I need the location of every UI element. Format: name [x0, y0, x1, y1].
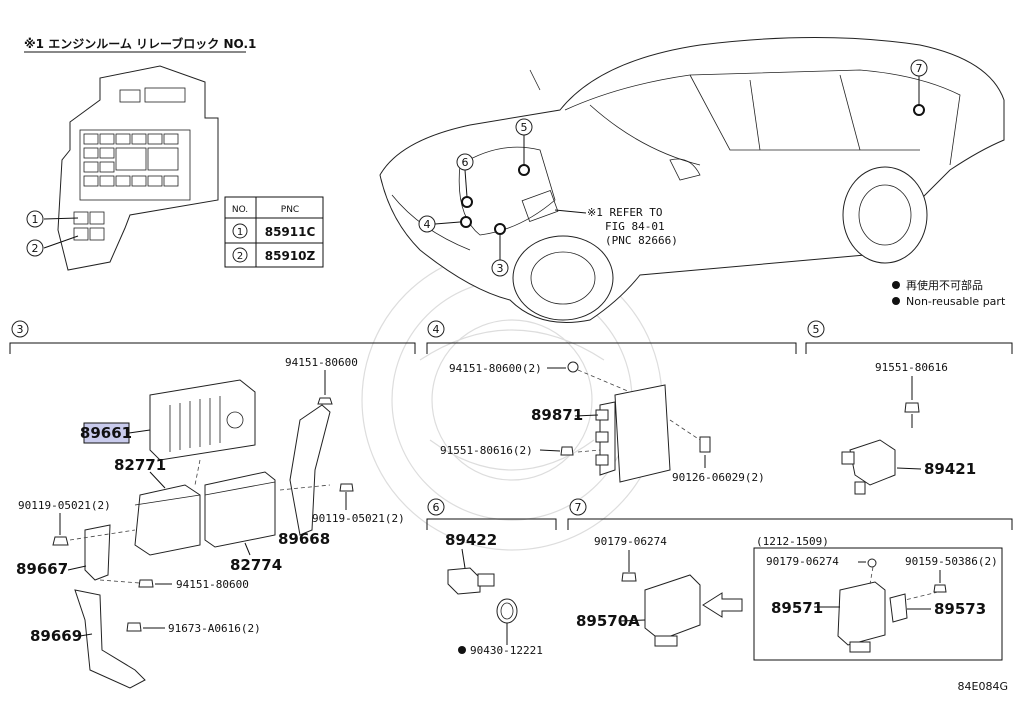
- part-89669[interactable]: 89669: [30, 627, 82, 645]
- callout-2: 2: [26, 235, 79, 257]
- callout-car-7: 7: [910, 59, 928, 116]
- callout-1: 1: [26, 210, 79, 228]
- part-89668[interactable]: 89668: [278, 530, 330, 548]
- legend-en: Non-reusable part: [906, 295, 1006, 308]
- part-89571[interactable]: 89571: [771, 599, 823, 617]
- non-reusable-dot: [458, 646, 466, 654]
- part-89422[interactable]: 89422: [445, 531, 497, 549]
- callout-car-6: 6: [456, 153, 474, 208]
- bolt-94151-top[interactable]: 94151-80600: [285, 356, 358, 369]
- section-6: 6 89422 90430-12221: [426, 498, 557, 657]
- part-89661[interactable]: 89661: [80, 424, 132, 442]
- gasket-90430[interactable]: 90430-12221: [470, 644, 543, 657]
- callout-car-3-label: 3: [497, 262, 504, 275]
- section-5: 5 91551-80616 89421: [805, 320, 1013, 495]
- callout-car-7-label: 7: [916, 62, 923, 75]
- section-5-number: 5: [813, 323, 820, 336]
- section-7: 7 90179-06274 89570A (1212-1509) 90179-0…: [567, 498, 1013, 661]
- bolt-94151-s4[interactable]: 94151-80600(2): [449, 362, 542, 375]
- bolt-90159[interactable]: 90159-50386(2): [905, 555, 998, 568]
- part-89421[interactable]: 89421: [924, 460, 976, 478]
- bolt-90119-left[interactable]: 90119-05021(2): [18, 499, 111, 512]
- part-89570A[interactable]: 89570A: [576, 612, 640, 630]
- supersede-arrow: [702, 592, 743, 618]
- pnc-table: NO. PNC 1 85911C 2 85910Z: [224, 196, 324, 268]
- section-6-number: 6: [433, 501, 440, 514]
- refer-note-line1: ※1 REFER TO: [587, 206, 662, 219]
- section-4: 4 94151-80600(2) 89871 91551-80616(2) 90…: [426, 320, 797, 484]
- callout-car-4: 4: [418, 215, 472, 233]
- part-89667[interactable]: 89667: [16, 560, 68, 578]
- part-89573[interactable]: 89573: [934, 600, 986, 618]
- pnc-table-row-1-no: 1: [237, 227, 243, 238]
- bolt-90179[interactable]: 90179-06274: [594, 535, 667, 548]
- refer-note-line2: FIG 84-01: [605, 220, 665, 233]
- bolt-90179-inner[interactable]: 90179-06274: [766, 555, 839, 568]
- legend-dot-en: [892, 297, 900, 305]
- figure-code: 84E084G: [958, 680, 1008, 693]
- pnc-table-row-2-no: 2: [237, 251, 243, 262]
- part-89871[interactable]: 89871: [531, 406, 583, 424]
- refer-leader: [554, 209, 587, 214]
- bolt-91551-s5[interactable]: 91551-80616: [875, 361, 948, 374]
- bolt-90126[interactable]: 90126-06029(2): [672, 471, 765, 484]
- section-7-number: 7: [575, 501, 582, 514]
- callout-car-5-label: 5: [521, 121, 528, 134]
- callout-car-3: 3: [491, 223, 509, 277]
- date-range: (1212-1509): [756, 535, 829, 548]
- callout-car-6-label: 6: [462, 156, 469, 169]
- part-82774[interactable]: 82774: [230, 556, 282, 574]
- bolt-94151-bottom[interactable]: 94151-80600: [176, 578, 249, 591]
- pnc-table-header-no: NO.: [232, 205, 248, 215]
- relay-block-drawing: [57, 65, 219, 271]
- bolt-91551-s4[interactable]: 91551-80616(2): [440, 444, 533, 457]
- legend-jp: 再使用不可部品: [906, 278, 983, 292]
- car-drawing: [379, 37, 1005, 323]
- section-3: 3 89661 94151-80600 89668 82771 82774: [9, 320, 416, 689]
- relay-block-title: ※1 エンジンルーム リレーブロック NO.1: [24, 36, 256, 51]
- part-82771[interactable]: 82771: [114, 456, 166, 474]
- bolt-90119-right[interactable]: 90119-05021(2): [312, 512, 405, 525]
- pnc-table-row-1-pnc: 85911C: [265, 225, 316, 239]
- refer-note-line3: (PNC 82666): [605, 234, 678, 247]
- callout-1-label: 1: [32, 213, 39, 226]
- callout-car-4-label: 4: [424, 218, 431, 231]
- section-3-number: 3: [17, 323, 24, 336]
- legend-dot-jp: [892, 281, 900, 289]
- callout-car-5: 5: [515, 118, 533, 176]
- pnc-table-row-2-pnc: 85910Z: [265, 249, 316, 263]
- variant-box: [753, 547, 1003, 661]
- callout-2-label: 2: [32, 242, 39, 255]
- section-4-number: 4: [433, 323, 440, 336]
- pnc-table-header-pnc: PNC: [281, 205, 299, 215]
- bolt-91673[interactable]: 91673-A0616(2): [168, 622, 261, 635]
